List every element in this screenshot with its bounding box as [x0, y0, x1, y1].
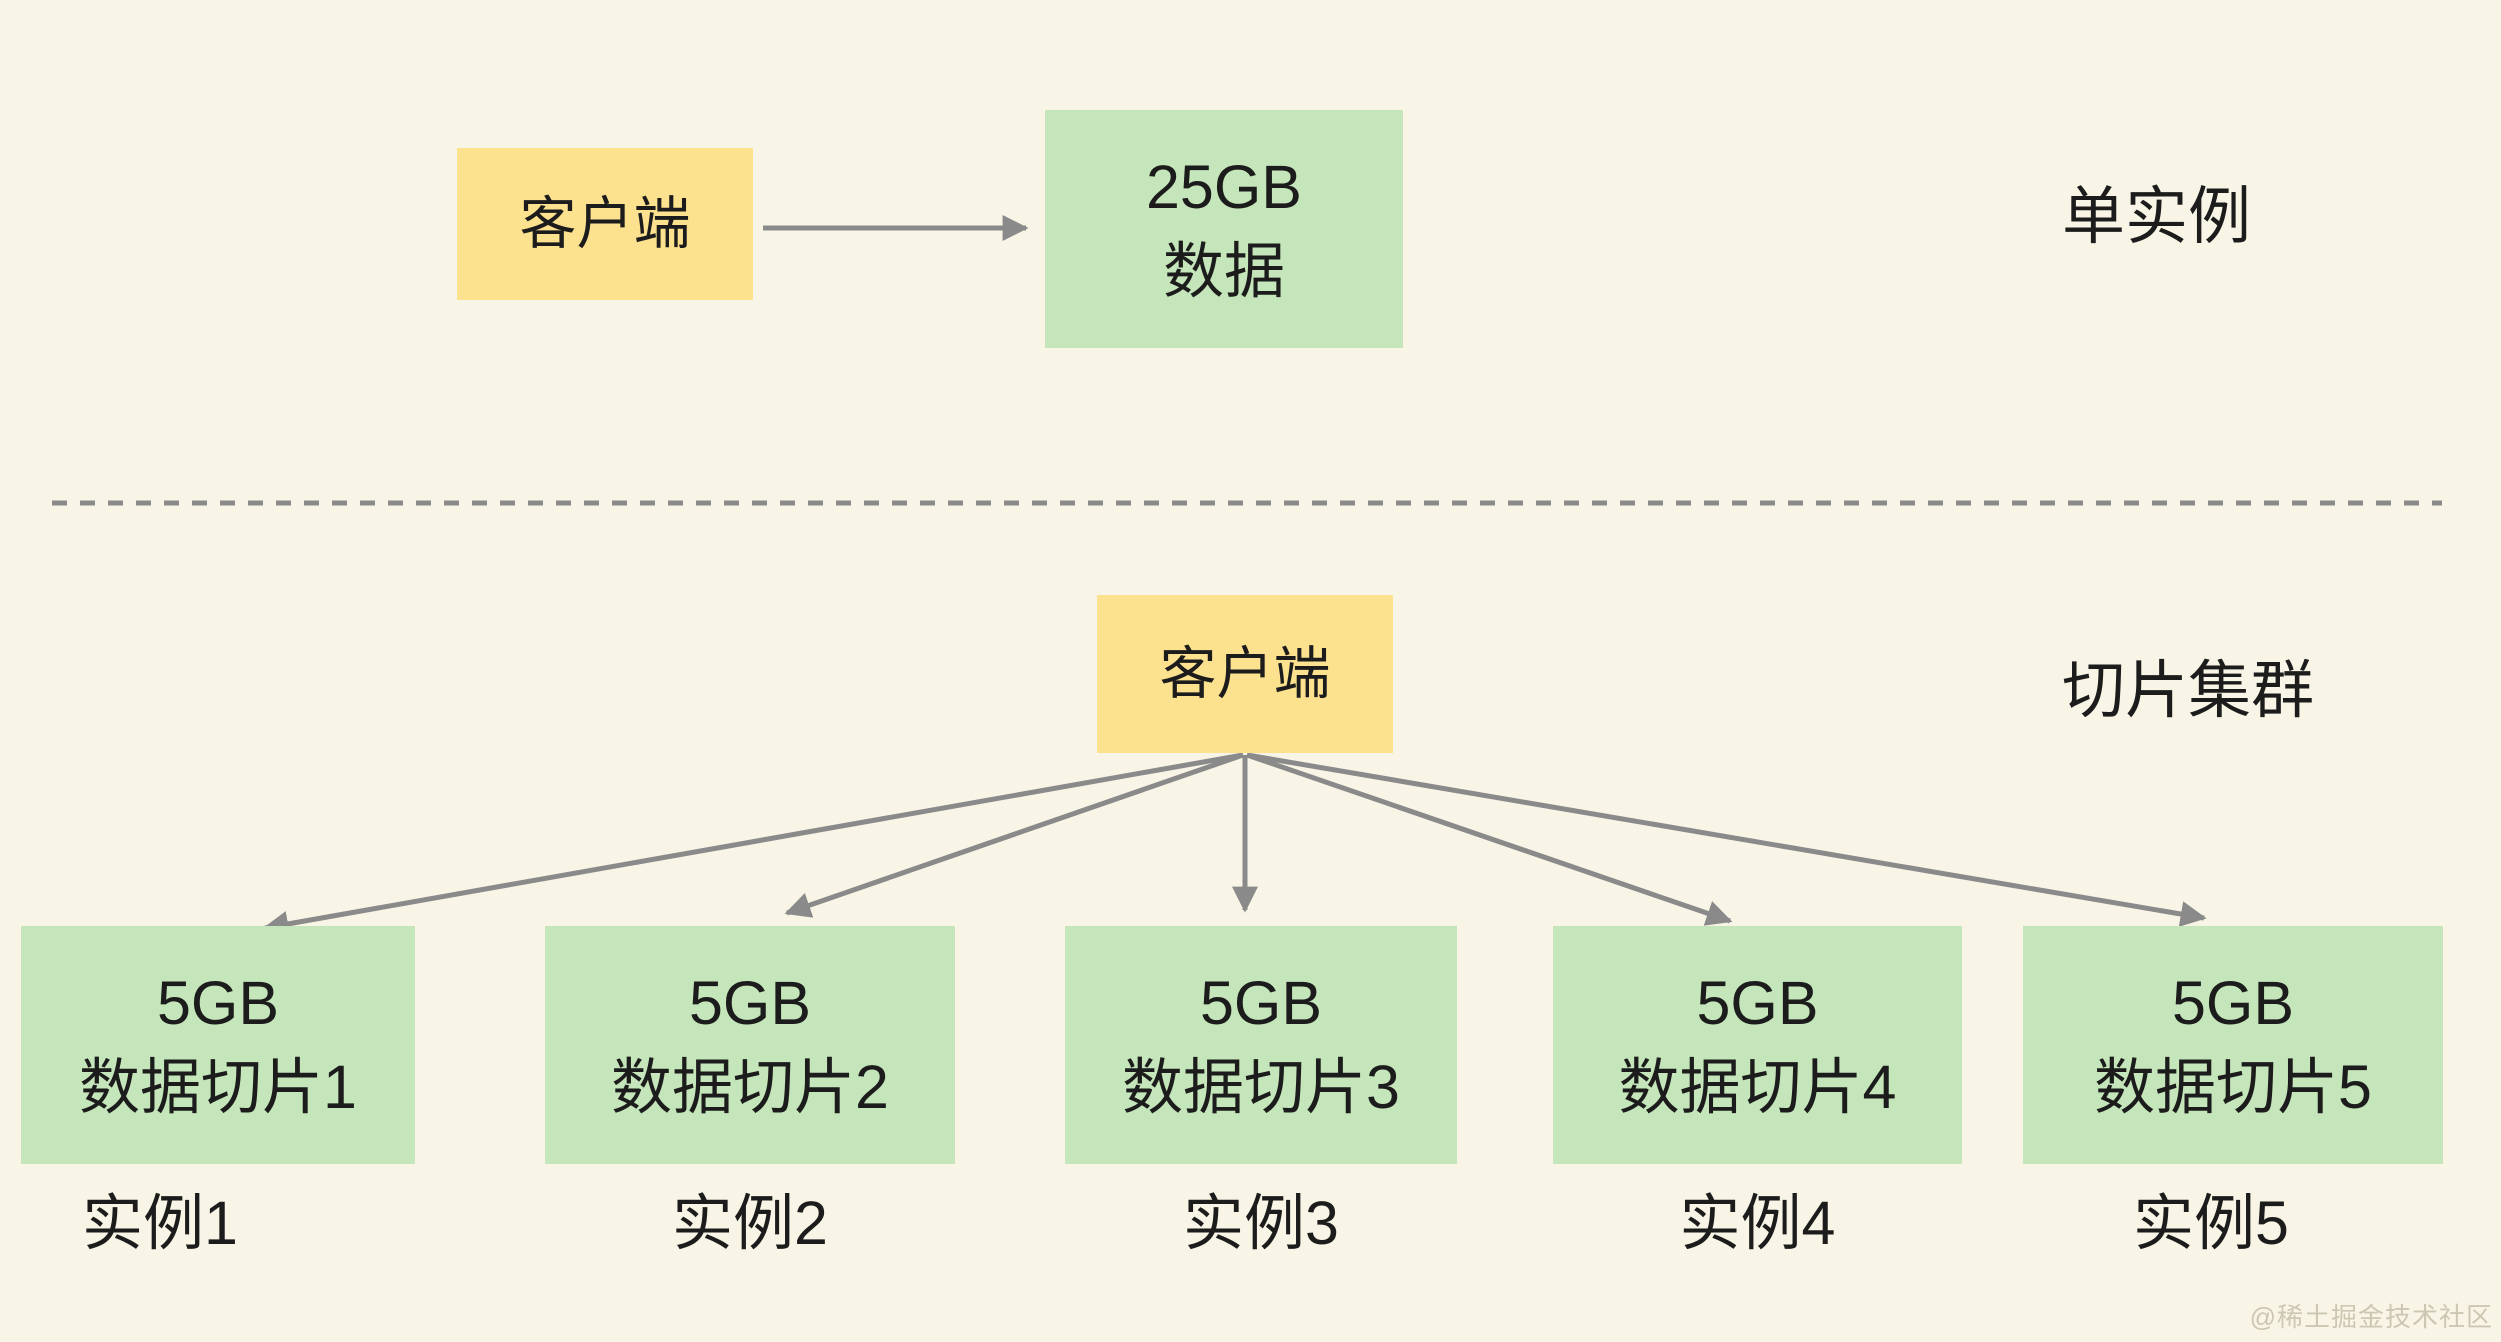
shard4-line1: 5GB [1696, 968, 1819, 1037]
cluster-client-label: 客户端 [1159, 641, 1331, 706]
shard-box-5: 5GB 数据切片5 [2023, 926, 2443, 1164]
shard1-line2: 数据切片1 [79, 1053, 357, 1121]
watermark: @稀土掘金技术社区 [2249, 1302, 2493, 1332]
shard1-line1: 5GB [156, 968, 280, 1037]
single-client-label: 客户端 [519, 191, 691, 256]
single-data-line1: 25GB [1146, 152, 1302, 221]
shard2-line2: 数据切片2 [611, 1053, 889, 1121]
single-data-box: 25GB 数据 [1045, 110, 1403, 348]
shard5-line2: 数据切片5 [2094, 1053, 2372, 1121]
shard4-line2: 数据切片4 [1618, 1053, 1897, 1121]
instance-label-2: 实例2 [672, 1188, 828, 1257]
cluster-section-label: 切片集群 [2062, 656, 2314, 726]
instance-label-1: 实例1 [82, 1188, 238, 1257]
shard5-line1: 5GB [2171, 968, 2295, 1037]
shard3-line2: 数据切片3 [1122, 1053, 1400, 1121]
single-client-box: 客户端 [457, 148, 753, 300]
instance-label-3: 实例3 [1183, 1188, 1339, 1257]
cluster-client-box: 客户端 [1097, 595, 1393, 753]
shard-box-3: 5GB 数据切片3 [1065, 926, 1457, 1164]
shard3-line1: 5GB [1199, 968, 1323, 1037]
shard-box-1: 5GB 数据切片1 [21, 926, 415, 1164]
shard-box-4: 5GB 数据切片4 [1553, 926, 1962, 1164]
instance-label-5: 实例5 [2133, 1188, 2289, 1257]
shard-box-2: 5GB 数据切片2 [545, 926, 955, 1164]
instance-label-4: 实例4 [1679, 1188, 1836, 1257]
single-section-label: 单实例 [2062, 182, 2251, 252]
shard2-line1: 5GB [688, 968, 812, 1037]
single-data-line2: 数据 [1162, 237, 1285, 305]
